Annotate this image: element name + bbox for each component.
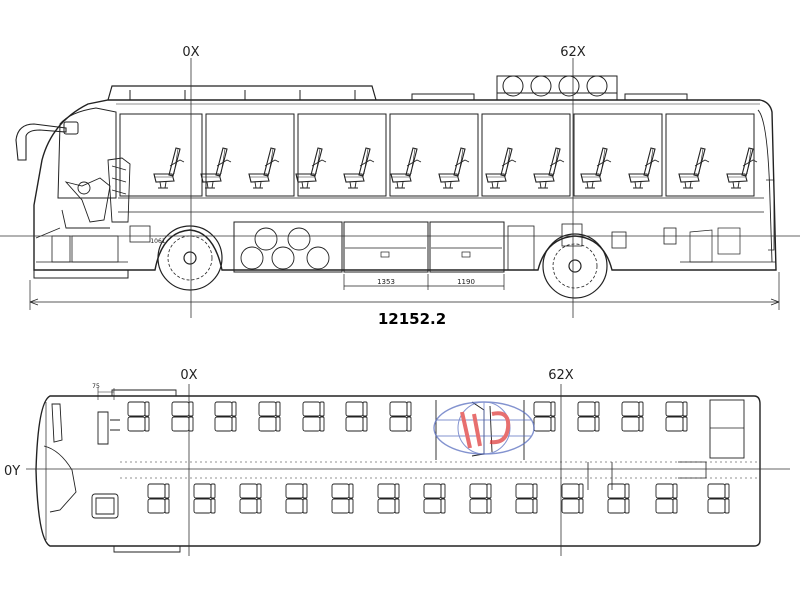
- side-view: [0, 58, 800, 318]
- top-reference-axes: [26, 384, 790, 556]
- under-floor-tanks: [240, 227, 330, 270]
- bay-dimension-1: 1353: [377, 278, 395, 286]
- roof-hatch-1: [411, 93, 475, 101]
- side-seat-row: [153, 147, 758, 189]
- top-driver-area: [43, 403, 120, 519]
- top-view: [26, 384, 790, 556]
- side-body-outline: [33, 99, 777, 271]
- side-axis-label-62x: 62X: [560, 45, 586, 60]
- front-wheel: [157, 225, 223, 291]
- roof-ac-unit-front: [107, 85, 377, 101]
- side-axis-label-0x: 0X: [182, 45, 199, 60]
- rear-wheel: [542, 233, 608, 299]
- top-seat-row-upper: [127, 399, 745, 459]
- passenger-windows: [119, 113, 755, 197]
- overall-length-dimension: 12152.2: [378, 310, 446, 328]
- side-mirror: [15, 123, 67, 161]
- driver-area: [61, 157, 131, 229]
- side-reference-axes: [0, 58, 800, 318]
- top-axis-label-0y: 0Y: [4, 464, 20, 479]
- luggage-bays: [51, 221, 741, 273]
- roof-hatch-2: [624, 93, 688, 101]
- side-dimension-lines: [29, 272, 780, 310]
- top-axis-label-62x: 62X: [548, 368, 574, 383]
- globe-logo-icon: [433, 401, 535, 455]
- top-seat-row-lower: [147, 483, 730, 514]
- bay-dimension-2: 1190: [457, 278, 475, 286]
- windshield: [57, 107, 117, 199]
- top-offset-dimension: 75: [92, 383, 100, 390]
- side-tag-label: 1061: [150, 238, 165, 245]
- top-axis-label-0x: 0X: [180, 368, 197, 383]
- roof-air-tanks: [496, 75, 618, 101]
- top-body-outline: [35, 395, 761, 547]
